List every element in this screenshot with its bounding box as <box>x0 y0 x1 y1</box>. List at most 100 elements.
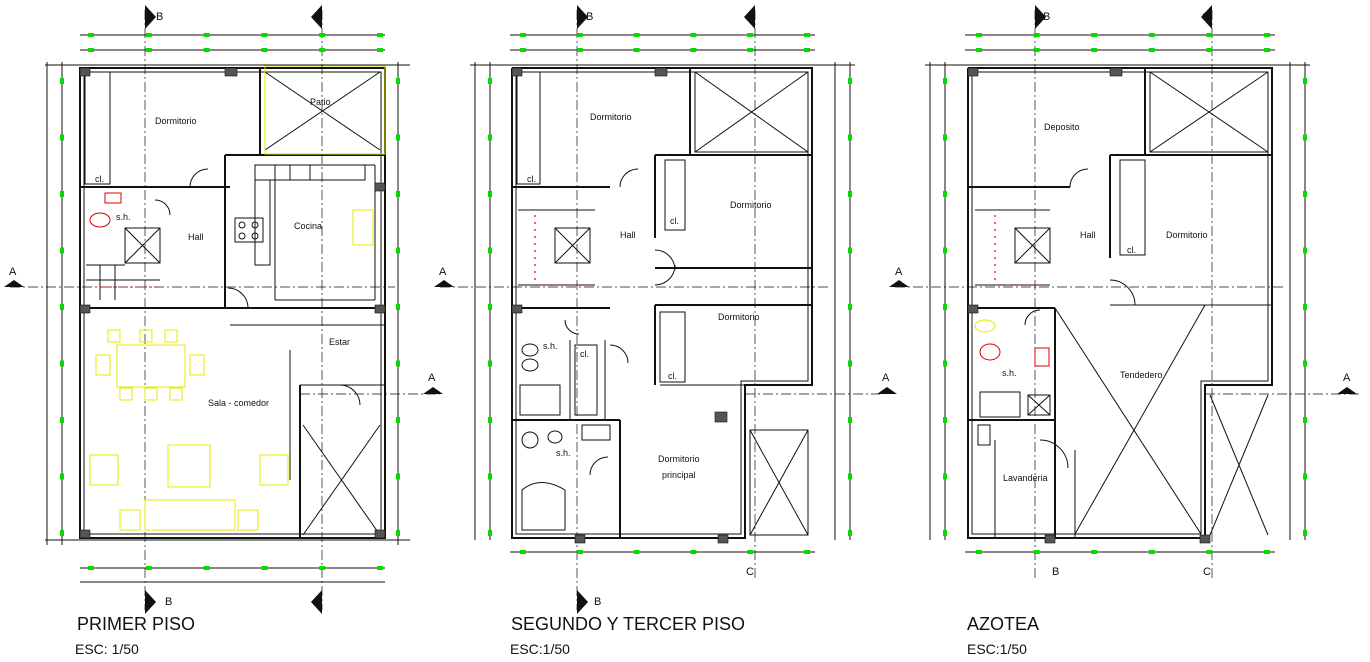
dimension-tick <box>1303 78 1307 84</box>
axis-a-right: A <box>428 372 436 384</box>
dimension-tick <box>690 550 697 554</box>
plan-scale: ESC: 1/50 <box>75 641 139 657</box>
dimension-tick <box>396 304 400 310</box>
dimension-tick <box>319 48 326 52</box>
dimension-tick <box>488 304 492 310</box>
plan-primer-piso-red-fixtures <box>89 192 160 288</box>
room-lavanderia: Lavanderia <box>1003 473 1048 483</box>
axis-c-top: C <box>746 11 754 23</box>
dimension-tick <box>520 550 526 554</box>
dimension-tick <box>203 33 210 37</box>
dimension-tick <box>396 417 400 423</box>
dimension-tick <box>1303 530 1307 536</box>
axis-b-top: B <box>1043 11 1051 23</box>
room-dormitorio: Dormitorio <box>1166 230 1208 240</box>
dimension-tick <box>1033 550 1040 554</box>
axis-b-bottom: B <box>594 596 602 608</box>
room-estar: Estar <box>329 337 351 347</box>
dimension-tick <box>488 360 492 367</box>
dimension-tick <box>60 473 64 480</box>
dimension-tick <box>848 78 852 84</box>
axis-b-bottom: B <box>1052 566 1060 578</box>
axis-a-right: A <box>1343 372 1351 384</box>
dimension-tick <box>520 33 526 37</box>
dimension-tick <box>60 191 64 197</box>
plan-scale: ESC:1/50 <box>510 641 570 657</box>
dimension-tick <box>747 48 754 52</box>
dimension-tick <box>943 530 947 536</box>
dimension-tick <box>396 473 400 480</box>
dimension-tick <box>145 48 152 52</box>
dimension-tick <box>848 134 852 141</box>
dimension-tick <box>488 473 492 480</box>
room-sala-comedor: Sala - comedor <box>208 398 270 408</box>
dimension-tick <box>1303 134 1307 141</box>
axis-c-top: C <box>1202 11 1210 23</box>
dimension-tick <box>848 247 852 254</box>
dimension-tick <box>576 48 583 52</box>
dimension-tick <box>943 247 947 254</box>
dimension-tick <box>88 566 94 570</box>
room-closet: cl. <box>527 174 536 184</box>
axis-b-top: B <box>156 11 164 23</box>
dimension-tick <box>377 48 383 52</box>
dimension-tick <box>88 48 94 52</box>
room-cocina: Cocina <box>294 221 323 231</box>
dimension-tick <box>488 417 492 423</box>
dimension-tick <box>576 550 583 554</box>
dimension-tick <box>261 566 268 570</box>
dimension-tick <box>396 134 400 141</box>
axis-a-right: A <box>882 372 890 384</box>
room-hall: Hall <box>188 232 204 242</box>
axis-c-bottom: C <box>746 566 754 578</box>
dimension-tick <box>848 530 852 536</box>
dimension-tick <box>848 360 852 367</box>
dimension-tick <box>690 48 697 52</box>
dimension-tick <box>848 473 852 480</box>
dimension-tick <box>976 33 982 37</box>
dimension-tick <box>488 78 492 84</box>
dimension-tick <box>60 360 64 367</box>
dimension-tick <box>1206 33 1213 37</box>
dimension-tick <box>747 33 754 37</box>
dimension-tick <box>145 566 152 570</box>
dimension-tick <box>60 78 64 84</box>
plan-azotea <box>889 5 1360 580</box>
dimension-tick <box>1091 48 1098 52</box>
room-closet: cl. <box>670 216 679 226</box>
dimension-tick <box>60 304 64 310</box>
room-dormitorio-principal-2: principal <box>662 470 696 480</box>
dimension-tick <box>747 550 754 554</box>
plan-segundo-piso-red-fixtures <box>534 215 595 286</box>
dimension-tick <box>145 33 152 37</box>
dimension-tick <box>377 33 383 37</box>
dimension-tick <box>520 48 526 52</box>
room-closet: cl. <box>95 174 104 184</box>
dimension-tick <box>396 530 400 536</box>
dimension-tick <box>1303 417 1307 423</box>
dimension-tick <box>943 134 947 141</box>
axis-c-top: C <box>314 11 322 23</box>
dimension-tick <box>396 191 400 197</box>
room-dormitorio: Dormitorio <box>155 116 197 126</box>
dimension-tick <box>804 33 810 37</box>
dimension-tick <box>1091 33 1098 37</box>
axis-a-left: A <box>895 266 903 278</box>
dimension-tick <box>396 78 400 84</box>
room-hall: Hall <box>1080 230 1096 240</box>
room-sh: s.h. <box>116 212 131 222</box>
dimension-tick <box>1303 473 1307 480</box>
plan-primer-piso <box>4 5 443 614</box>
axis-b-bottom: B <box>165 596 173 608</box>
plan-azotea-fixtures <box>974 215 1050 367</box>
dimension-tick <box>1303 247 1307 254</box>
dimension-tick <box>633 550 640 554</box>
room-deposito: Deposito <box>1044 122 1080 132</box>
axis-c-bottom: C <box>1203 566 1211 578</box>
dimension-tick <box>633 48 640 52</box>
dimension-tick <box>88 33 94 37</box>
plan-title: SEGUNDO Y TERCER PISO <box>511 614 746 634</box>
dimension-tick <box>319 33 326 37</box>
dimension-tick <box>943 78 947 84</box>
